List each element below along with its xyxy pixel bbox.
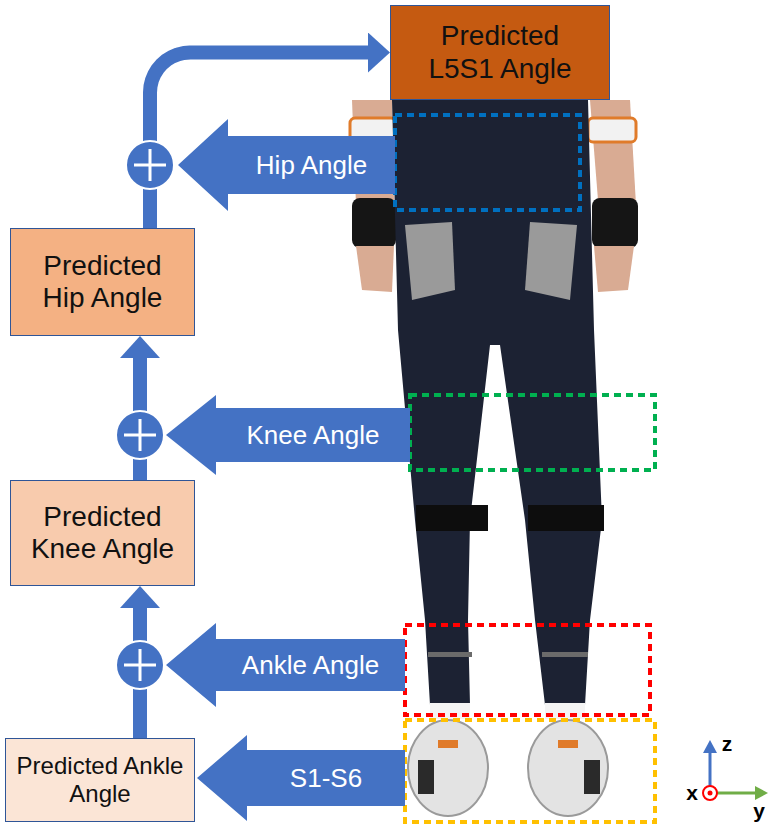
process-box: Predicted Ankle Angle [5,738,195,822]
signal-label: S1-S6 [247,750,405,806]
signal-label-text: Ankle Angle [242,651,379,680]
signal-label: Ankle Angle [216,639,405,691]
signal-label-text: S1-S6 [290,764,362,793]
y-axis [717,792,756,795]
sum-circle [126,141,174,189]
axis-label-text: x [686,781,698,804]
sum-junction [126,141,174,189]
thigh-pad [405,222,455,300]
axis-label: y [750,800,768,822]
sum-circle [116,641,164,689]
shoe-sensor [418,760,434,794]
box-text: Predicted Ankle Angle [14,752,186,807]
shoe-sensor [584,760,600,794]
knee-strap [528,505,604,531]
signal-label-text: Knee Angle [246,421,379,450]
foot-region [405,720,655,822]
box-text: Predicted Hip Angle [19,250,186,314]
axis-label-text: z [722,732,733,755]
ankle-region [405,625,650,715]
knee-region [410,395,655,470]
wrist-sensor [588,118,636,142]
plus-symbol [124,649,156,681]
left-glove [352,198,396,248]
input-arrows [166,119,410,821]
block-arrow [197,735,405,821]
plus-symbol [134,149,166,181]
axis-label: x [684,782,700,804]
box-text: Predicted Knee Angle [19,501,186,565]
block-arrow [178,119,395,211]
shin-band [428,652,472,657]
x-axis-dot [708,791,713,796]
process-box: Predicted Hip Angle [10,228,195,336]
sum-junction [116,411,164,459]
thigh-pad [525,222,577,300]
knee-strap [416,505,488,531]
sum-junction [116,641,164,689]
block-arrow [166,623,405,707]
axis-label-text: y [753,799,765,822]
sum-circle [116,411,164,459]
region-boxes [395,115,655,822]
shin-band [542,652,588,657]
output-box: Predicted L5S1 Angle [390,5,610,100]
axis-triad [703,740,768,800]
plus-symbol [124,419,156,451]
left-shoe [408,720,488,816]
hip-region [395,115,580,210]
right-forearm [590,100,636,205]
z-axis [709,752,712,789]
box-text: Predicted L5S1 Angle [409,20,591,84]
shoe-sensor [558,740,578,748]
block-arrow [166,395,410,475]
axis-label: z [717,732,737,756]
signal-label: Knee Angle [216,408,410,462]
signal-label-text: Hip Angle [256,151,367,180]
signal-label: Hip Angle [228,136,395,194]
flow-arrow [150,53,368,229]
right-glove [592,198,638,248]
right-fingers [594,246,634,292]
right-shoe [528,720,608,816]
z-axis-head [703,740,717,753]
y-axis-head [755,786,768,800]
process-box: Predicted Knee Angle [10,480,195,586]
x-axis-circle [703,786,717,800]
shoe-sensor [438,740,458,748]
legs-silhouette [392,100,602,705]
left-fingers [356,246,394,292]
